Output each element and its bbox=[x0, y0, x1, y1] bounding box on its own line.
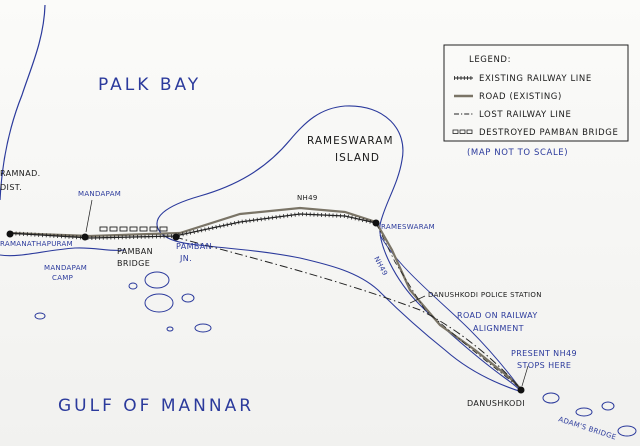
legend-item-lost-railway: LOST RAILWAY LINE bbox=[479, 110, 571, 120]
label-nh49-side: NH49 bbox=[372, 255, 389, 277]
railway-lost-branch bbox=[375, 222, 521, 389]
mainland-south-coast bbox=[0, 247, 126, 257]
legend-title: LEGEND: bbox=[469, 55, 511, 65]
danushkodi-coast bbox=[379, 234, 521, 389]
label-present-nh49: PRESENT NH49 bbox=[511, 349, 577, 358]
label-adams-bridge: ADAM'S BRIDGE bbox=[557, 415, 617, 441]
legend-symbol-destroyed-bridge bbox=[452, 129, 473, 134]
label-ramanathapuram: RAMANATHAPURAM bbox=[0, 240, 73, 248]
label-ramnad-dist: DIST. bbox=[0, 183, 22, 192]
pointer-nh49-stops bbox=[521, 365, 529, 387]
label-mandapam-camp-2: CAMP bbox=[52, 274, 73, 282]
islet bbox=[144, 293, 174, 313]
legend-box: LEGEND: EXISTING RAILWAY LINE ROAD (EXIS… bbox=[443, 44, 629, 142]
islet bbox=[194, 323, 212, 333]
legend-note: (MAP NOT TO SCALE) bbox=[467, 148, 568, 158]
label-road-on-railway-2: ALIGNMENT bbox=[473, 324, 524, 333]
destroyed-pamban-bridge bbox=[99, 226, 168, 232]
pointer-mandapam bbox=[85, 199, 93, 233]
label-rameswaram: RAMESWARAM bbox=[381, 223, 435, 231]
legend-item-destroyed-bridge: DESTROYED PAMBAN BRIDGE bbox=[479, 128, 618, 138]
station-danushkodi bbox=[517, 386, 525, 394]
legend-item-railway: EXISTING RAILWAY LINE bbox=[479, 74, 592, 84]
label-mandapam: MANDAPAM bbox=[78, 190, 121, 198]
legend-item-road: ROAD (EXISTING) bbox=[479, 92, 562, 102]
label-palk-bay: PALK BAY bbox=[98, 75, 201, 95]
label-rameswaram-island-2: ISLAND bbox=[335, 152, 380, 164]
label-police-station: DANUSHKODI POLICE STATION bbox=[428, 291, 542, 299]
label-danushkodi: DANUSHKODI bbox=[467, 399, 525, 408]
label-pamban-jn-2: JN. bbox=[179, 254, 192, 263]
pointer-police-station bbox=[409, 295, 426, 304]
label-mandapam-camp: MANDAPAM bbox=[44, 264, 87, 272]
adams-bridge-shoal bbox=[575, 407, 593, 417]
legend-frame bbox=[443, 44, 629, 142]
label-rameswaram-island: RAMESWARAM bbox=[307, 135, 394, 147]
adams-bridge-shoal bbox=[617, 425, 637, 437]
label-pamban-jn: PAMBAN bbox=[176, 242, 212, 251]
islet bbox=[166, 326, 174, 332]
station-mandapam bbox=[81, 233, 89, 241]
islet bbox=[144, 271, 170, 289]
label-road-on-railway: ROAD ON RAILWAY bbox=[457, 311, 538, 320]
label-gulf-of-mannar: GULF OF MANNAR bbox=[58, 396, 254, 416]
adams-bridge-shoal bbox=[601, 401, 615, 411]
label-present-nh49-2: STOPS HERE bbox=[517, 361, 571, 370]
railway-lost bbox=[174, 236, 521, 389]
railway-existing bbox=[7, 213, 377, 239]
label-nh49-top: NH49 bbox=[297, 194, 318, 202]
mainland-coastline bbox=[0, 4, 46, 201]
adams-bridge-shoal bbox=[542, 392, 560, 404]
islet bbox=[128, 282, 138, 290]
islet bbox=[34, 312, 46, 320]
station-pamban-jn bbox=[172, 233, 180, 241]
rameswaram-island-outline bbox=[156, 105, 523, 393]
label-ramnad: RAMNAD. bbox=[0, 169, 41, 178]
islet bbox=[181, 293, 195, 303]
station-rameswaram bbox=[372, 219, 380, 227]
station-ramanathapuram bbox=[6, 230, 14, 238]
label-pamban-bridge: PAMBAN bbox=[117, 247, 153, 256]
label-pamban-bridge-2: BRIDGE bbox=[117, 259, 150, 268]
